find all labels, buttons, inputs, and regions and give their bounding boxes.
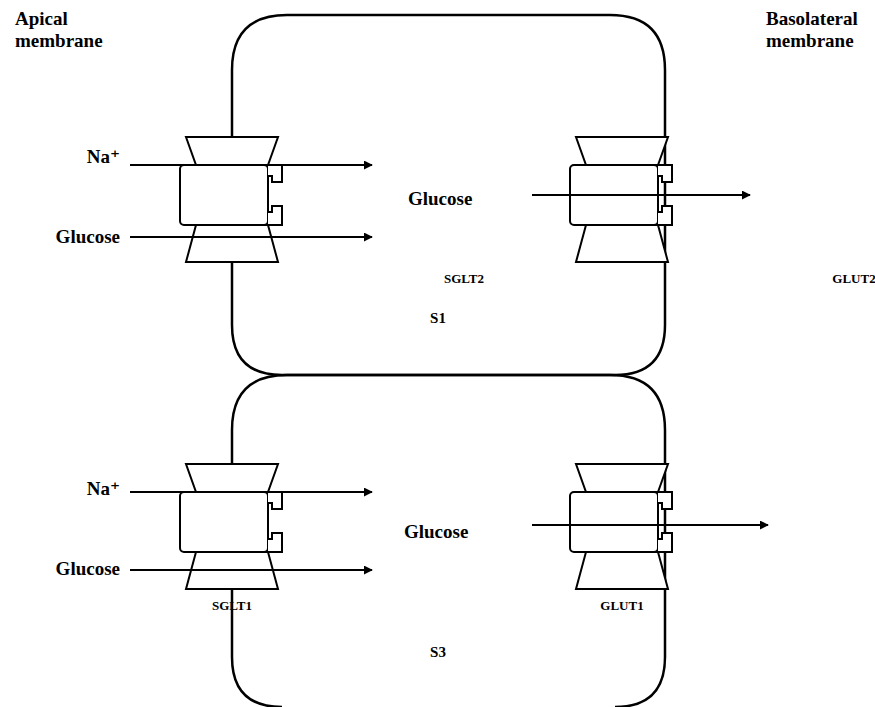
flux-arrow: [130, 236, 372, 238]
segment-label: S3: [430, 643, 446, 661]
flux-arrow: [532, 524, 768, 526]
transporter-label: SGLT1: [212, 598, 252, 614]
flux-arrow: [130, 569, 372, 571]
flux-arrow: [130, 491, 372, 493]
solute-label: Glucose: [408, 188, 472, 210]
transporter: GLUT2: [802, 137, 875, 262]
solute-label: Glucose: [404, 521, 468, 543]
transporter-label: GLUT2: [832, 271, 875, 287]
ion-label: Na⁺: [87, 478, 120, 500]
transporter: GLUT1: [570, 464, 674, 589]
transporter-symbol: [570, 464, 672, 589]
membrane-label: Basolateral membrane: [766, 8, 871, 52]
transporter-label: GLUT1: [600, 598, 643, 614]
transporter-label: SGLT2: [444, 271, 484, 287]
flux-arrow: [532, 194, 750, 196]
solute-label: Glucose: [56, 226, 120, 248]
membrane-label: Apical membrane: [15, 8, 125, 52]
transporter-symbol: [180, 137, 282, 262]
segment-label: S1: [430, 309, 446, 327]
flux-arrow: [130, 164, 372, 166]
transporter-symbol: [570, 137, 672, 262]
solute-label: Glucose: [56, 558, 120, 580]
cell-outline: [232, 375, 665, 707]
transporter: SGLT1: [180, 464, 284, 589]
ion-label: Na⁺: [87, 146, 120, 168]
